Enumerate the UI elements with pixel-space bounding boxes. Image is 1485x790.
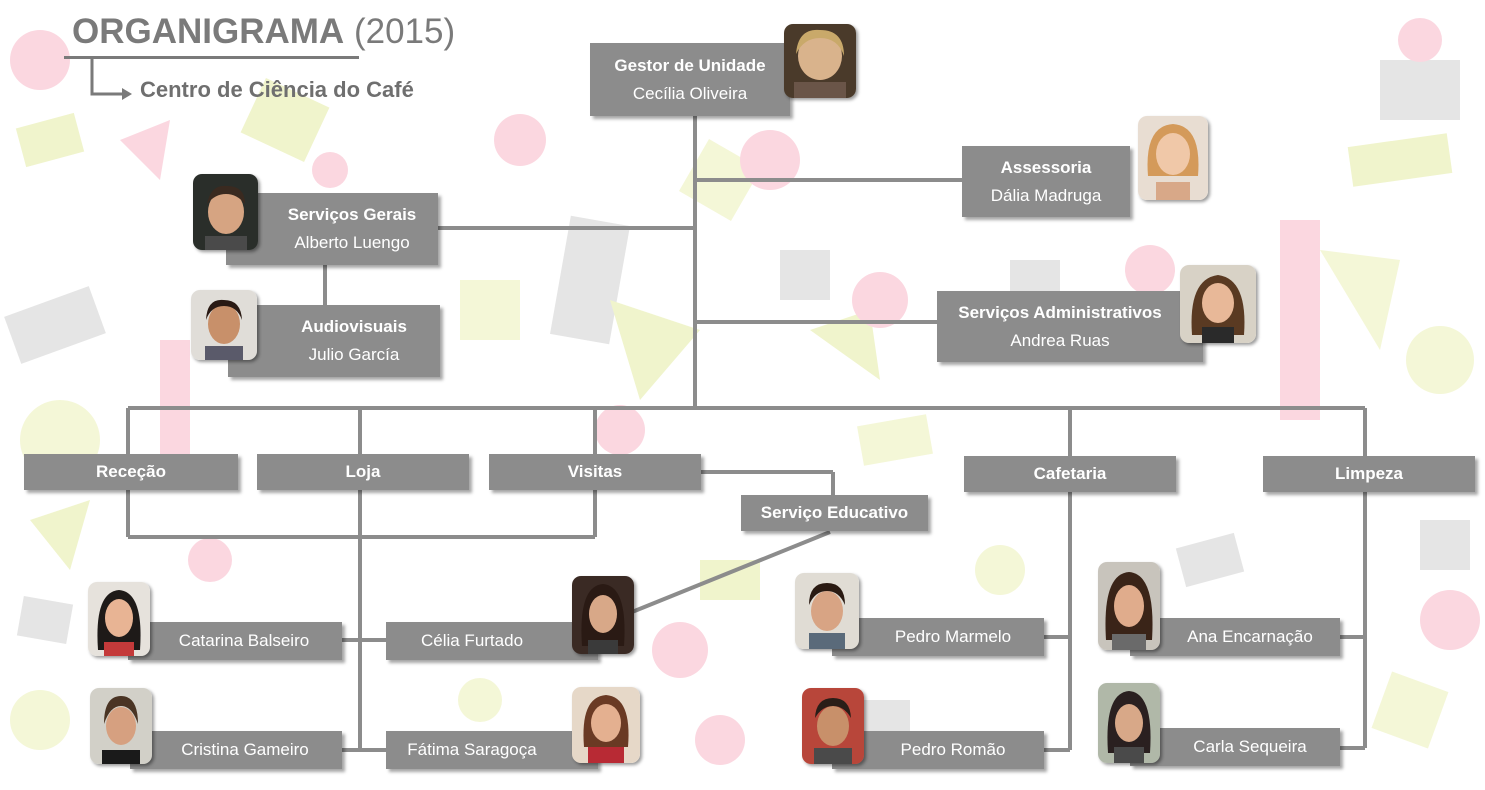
avatar-pedro-marmelo	[795, 573, 859, 649]
staff-pedro-romao: Pedro Romão	[832, 731, 1044, 769]
avatar-celia	[572, 576, 634, 654]
node-servicos-administrativos: Serviços Administrativos Andrea Ruas	[937, 291, 1203, 362]
avatar-servicos-administrativos	[1180, 265, 1256, 343]
avatar-catarina	[88, 582, 150, 656]
avatar-pedro-romao	[802, 688, 864, 764]
staff-fatima: Fátima Saragoça	[386, 731, 598, 769]
title-year: (2015)	[353, 12, 456, 51]
node-person: Julio García	[308, 345, 400, 364]
title-underline	[64, 56, 359, 59]
node-person: Cecília Oliveira	[632, 83, 748, 103]
avatar-ana	[1098, 562, 1160, 650]
node-gestor: Gestor de Unidade Cecília Oliveira	[590, 43, 790, 116]
subtitle-arrow-icon	[90, 58, 132, 100]
page-title: ORGANIGRAMA (2015)	[72, 12, 455, 52]
node-person: Alberto Luengo	[294, 233, 410, 252]
avatar-gestor	[784, 24, 856, 98]
node-audiovisuais: Audiovisuais Julio García	[228, 305, 440, 377]
node-loja: Loja	[257, 454, 469, 490]
node-visitas: Visitas	[489, 454, 701, 490]
staff-cristina: Cristina Gameiro	[130, 731, 342, 769]
page-subtitle: Centro de Ciência do Café	[140, 77, 414, 102]
node-cafetaria: Cafetaria	[964, 456, 1176, 492]
avatar-cristina	[90, 688, 152, 764]
node-role: Audiovisuais	[301, 317, 407, 336]
node-servicos-gerais: Serviços Gerais Alberto Luengo	[226, 193, 438, 265]
staff-celia: Célia Furtado	[386, 622, 598, 660]
node-role: Serviços Gerais	[287, 205, 417, 224]
node-rececao: Receção	[24, 454, 238, 490]
avatar-fatima	[572, 687, 640, 763]
staff-ana: Ana Encarnação	[1130, 618, 1340, 656]
avatar-audiovisuais	[191, 290, 257, 360]
node-role: Serviços Administrativos	[958, 302, 1162, 322]
node-role: Gestor de Unidade	[614, 55, 766, 75]
avatar-carla	[1098, 683, 1160, 763]
node-limpeza: Limpeza	[1263, 456, 1475, 492]
staff-carla: Carla Sequeira	[1130, 728, 1340, 766]
node-role: Assessoria	[1000, 157, 1092, 177]
staff-catarina: Catarina Balseiro	[128, 622, 342, 660]
node-assessoria: Assessoria Dália Madruga	[962, 146, 1130, 217]
node-servico-educativo: Serviço Educativo	[741, 495, 928, 531]
staff-pedro-marmelo: Pedro Marmelo	[832, 618, 1044, 656]
node-person: Dália Madruga	[990, 185, 1102, 205]
title-main: ORGANIGRAMA	[72, 12, 345, 51]
avatar-servicos-gerais	[193, 174, 258, 250]
avatar-assessoria	[1138, 116, 1208, 200]
node-person: Andrea Ruas	[1010, 330, 1110, 350]
